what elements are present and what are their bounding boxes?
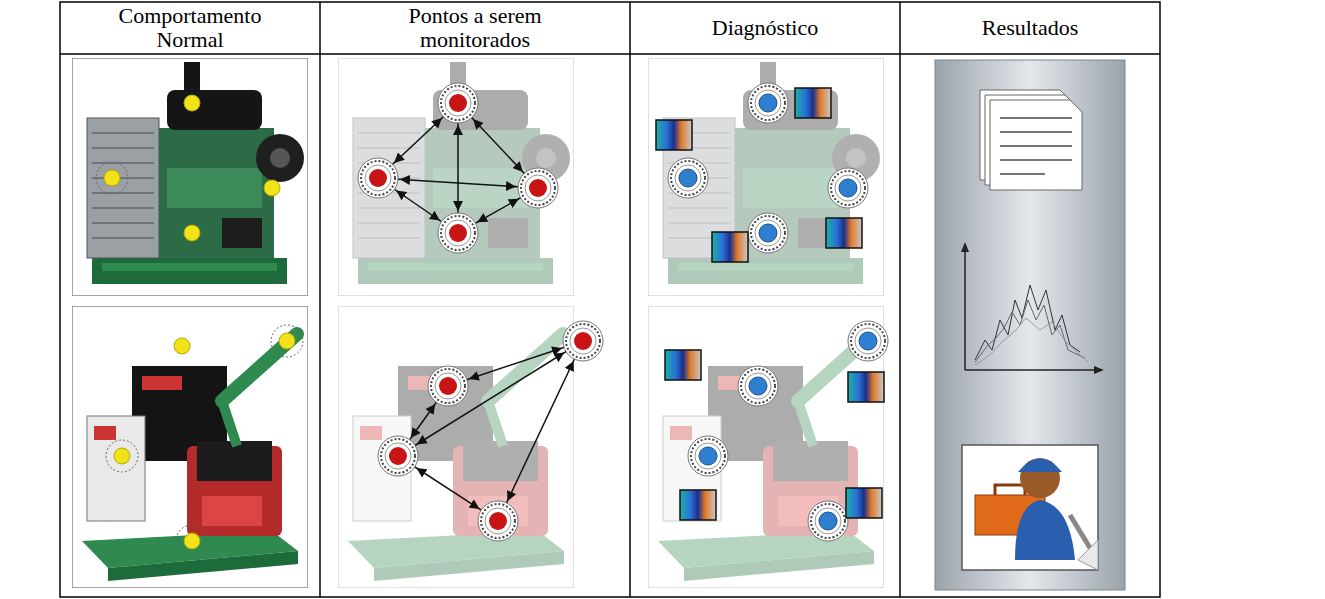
table-header: Diagnóstico: [712, 16, 818, 40]
header-cell: Comportamento Normal: [60, 3, 320, 53]
header-cell: Resultados: [900, 3, 1160, 53]
table-header: Comportamento Normal: [105, 4, 275, 52]
header-cell: Pontos a serem monitorados: [320, 3, 630, 53]
table-header: Pontos a serem monitorados: [365, 4, 585, 52]
table-header: Resultados: [982, 16, 1079, 40]
header-cell: Diagnóstico: [630, 3, 900, 53]
